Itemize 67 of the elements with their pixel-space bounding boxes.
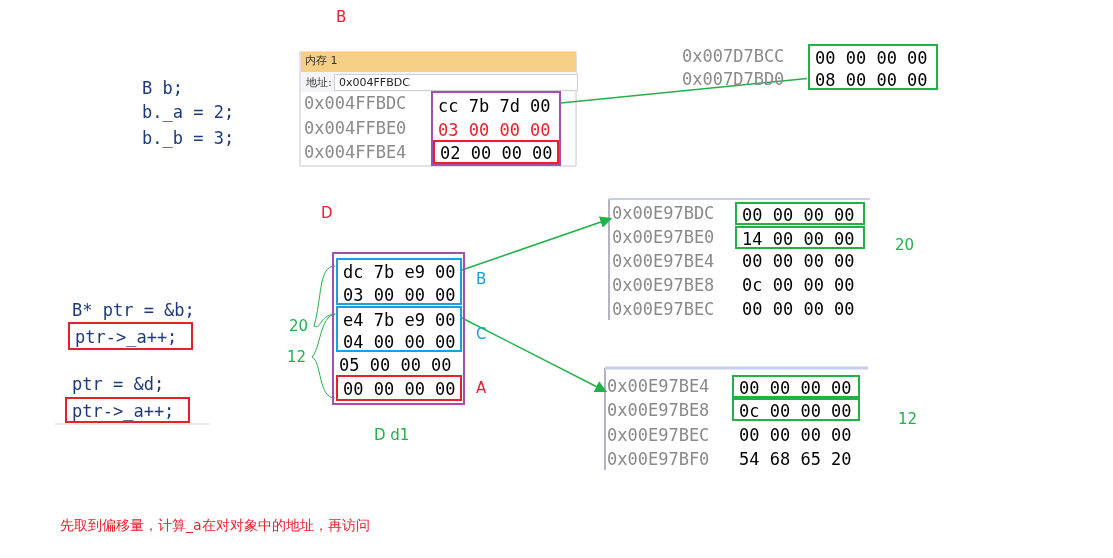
side-label: C bbox=[476, 325, 487, 343]
hex-row: 54 68 65 20 bbox=[739, 448, 852, 470]
address-text: 0x00E97BE8 bbox=[612, 274, 715, 296]
code-box bbox=[68, 322, 193, 350]
code-line: b._a = 2; bbox=[142, 101, 235, 123]
section-letter: B bbox=[336, 8, 347, 26]
hex-row: 02 00 00 00 bbox=[440, 142, 553, 164]
hex-row: ptr->_a++; bbox=[72, 400, 175, 422]
note-text: 先取到偏移量，计算_a在对对象中的地址，再访问 bbox=[60, 517, 370, 535]
offset-number: 12 bbox=[287, 348, 307, 366]
hex-row: 05 00 00 00 bbox=[339, 354, 452, 376]
memory-box bbox=[431, 91, 561, 166]
field-label: 地址: bbox=[306, 75, 332, 90]
section-letter: D bbox=[321, 204, 333, 222]
hex-row: 14 00 00 00 bbox=[742, 228, 855, 250]
highlight-box bbox=[732, 398, 860, 421]
code-line: b._b = 3; bbox=[142, 127, 235, 149]
highlight-box bbox=[732, 375, 860, 398]
hex-row: 00 00 00 00 bbox=[742, 250, 855, 272]
hex-row: ptr->_a++; bbox=[75, 326, 178, 348]
highlight-box bbox=[808, 44, 938, 90]
address-text: 0x004FFBE4 bbox=[304, 141, 407, 163]
hex-row: dc 7b e9 00 bbox=[343, 261, 456, 283]
hex-row: 00 00 00 00 bbox=[739, 377, 852, 399]
hex-row: 04 00 00 00 bbox=[343, 331, 456, 353]
hex-row: 03 00 00 00 bbox=[438, 119, 551, 141]
connector-line bbox=[560, 77, 808, 104]
hex-row: 00 00 00 00 bbox=[742, 204, 855, 226]
hex-row: 00 00 00 00 bbox=[343, 378, 456, 400]
address-text: 0x004FFBE0 bbox=[304, 117, 407, 139]
hex-row: 00 00 00 00 bbox=[815, 47, 928, 69]
address-text: 0x00E97BF0 bbox=[607, 448, 710, 470]
offset-number: 20 bbox=[895, 236, 915, 254]
hex-row: 08 00 00 00 bbox=[815, 69, 928, 91]
address-text: 0x00E97BE4 bbox=[612, 250, 715, 272]
address-text: 0x00E97BE0 bbox=[612, 226, 715, 248]
address-text: 0x00E97BE8 bbox=[607, 399, 710, 421]
code-line: B b; bbox=[142, 77, 183, 99]
code-line: ptr = &d; bbox=[72, 373, 165, 395]
hex-row: 00 00 00 00 bbox=[742, 298, 855, 320]
arrow bbox=[461, 317, 608, 393]
offset-number: 20 bbox=[289, 317, 309, 335]
side-label: B bbox=[476, 270, 487, 288]
arrow bbox=[461, 216, 613, 271]
address-text: 0x00E97BEC bbox=[612, 298, 715, 320]
hex-row: 03 00 00 00 bbox=[343, 284, 456, 306]
address-text: 0x004FFBDC bbox=[304, 92, 407, 114]
side-label: D d1 bbox=[374, 426, 410, 444]
hex-row: 00 00 00 00 bbox=[739, 424, 852, 446]
hex-row: cc 7b 7d 00 bbox=[438, 95, 551, 117]
window-title: 内存 1 bbox=[305, 53, 338, 68]
offset-number: 12 bbox=[898, 410, 918, 428]
address-text: 0x00E97BDC bbox=[612, 202, 715, 224]
highlight-box bbox=[735, 226, 865, 249]
address-text: 0x007D7BD0 bbox=[682, 68, 785, 90]
code-box bbox=[65, 397, 190, 423]
address-field: 0x004FFBDC bbox=[334, 74, 578, 91]
hex-row: e4 7b e9 00 bbox=[343, 309, 456, 331]
highlight-box bbox=[735, 202, 865, 225]
hex-row: 0c 00 00 00 bbox=[742, 274, 855, 296]
address-text: 0x00E97BEC bbox=[607, 424, 710, 446]
side-label: A bbox=[476, 379, 487, 397]
code-line: B* ptr = &b; bbox=[72, 299, 195, 321]
address-text: 0x007D7BCC bbox=[682, 45, 785, 67]
hex-row: 0c 00 00 00 bbox=[739, 400, 852, 422]
address-text: 0x00E97BE4 bbox=[607, 375, 710, 397]
highlight-box bbox=[433, 140, 559, 164]
